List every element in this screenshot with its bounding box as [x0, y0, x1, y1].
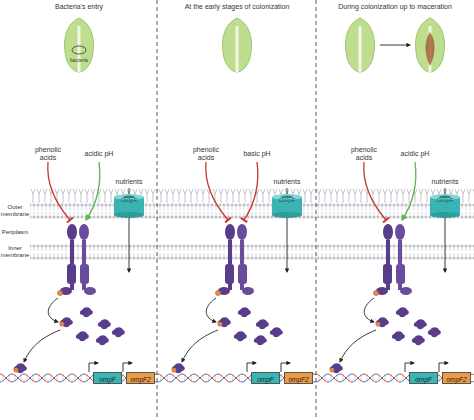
panel-title: During colonization up to maceration	[316, 3, 474, 11]
gene-name: ompF2	[127, 376, 154, 384]
signal-label: basic pH	[240, 150, 274, 158]
signal-label: nutrients	[428, 178, 462, 186]
gene-name: ompF	[410, 376, 437, 384]
endive-leaf	[346, 18, 375, 72]
endive-leaf	[223, 18, 252, 72]
cell-envelope	[316, 162, 474, 384]
porin-cylinder	[112, 193, 146, 219]
panel-column: During colonization up to macerationOmpF…	[316, 0, 474, 420]
cell-envelope	[158, 162, 316, 384]
callout-label: bacteria	[62, 57, 96, 63]
signal-label: phenolic acids	[30, 146, 66, 162]
endive-leaf	[65, 18, 94, 72]
porin-label: OmpF	[428, 196, 462, 229]
gene-name: ompF2	[285, 376, 312, 384]
membrane-label: Outer membrane	[0, 204, 30, 218]
maceration-lesion	[425, 32, 434, 66]
signal-label: acidic pH	[82, 150, 116, 158]
cell-envelope	[0, 162, 158, 384]
porin-cylinder	[270, 193, 304, 219]
panel-divider	[316, 0, 317, 420]
membrane-label: Periplasm	[0, 229, 30, 236]
porin-base	[114, 212, 144, 218]
gene-box: ompF	[93, 372, 122, 384]
inhibition-arrow	[244, 162, 258, 220]
gene-name: ompF	[94, 376, 121, 384]
panel-title: Bacteria's entry	[0, 3, 158, 11]
signal-label: phenolic acids	[346, 146, 382, 162]
gene-box: ompF2	[284, 372, 313, 384]
progression-arrow	[380, 45, 410, 46]
panel-divider	[157, 0, 158, 420]
label-margin	[0, 185, 30, 263]
porin-base	[272, 212, 302, 218]
signal-label: nutrients	[112, 178, 146, 186]
panel-column: Bacteria's entryOmpF ompF ompF2	[0, 0, 158, 420]
activation-arrow	[402, 162, 416, 220]
porin-channel: OmpF	[428, 193, 462, 229]
gene-name: ompF	[252, 376, 279, 384]
signal-label: phenolic acids	[188, 146, 224, 162]
porin-channel: OmpF	[112, 193, 146, 229]
gene-box: ompF2	[126, 372, 155, 384]
endive-leaf	[416, 18, 445, 72]
signal-label: nutrients	[270, 178, 304, 186]
porin-cylinder	[428, 193, 462, 219]
gene-box: ompF	[251, 372, 280, 384]
signal-label: acidic pH	[398, 150, 432, 158]
porin-channel: OmpF	[270, 193, 304, 229]
gene-name: ompF2	[443, 376, 470, 384]
gene-box: ompF	[409, 372, 438, 384]
panel-title: At the early stages of colonization	[158, 3, 316, 11]
membrane-label: Inner membrane	[0, 245, 30, 259]
porin-label: OmpF	[112, 196, 146, 229]
gene-box: ompF2	[442, 372, 471, 384]
porin-base	[430, 212, 460, 218]
bacteria-marker	[72, 46, 86, 54]
porin-label: OmpF	[270, 196, 304, 229]
panel-column: At the early stages of colonizationOmpF o…	[158, 0, 316, 420]
activation-arrow	[86, 162, 100, 220]
